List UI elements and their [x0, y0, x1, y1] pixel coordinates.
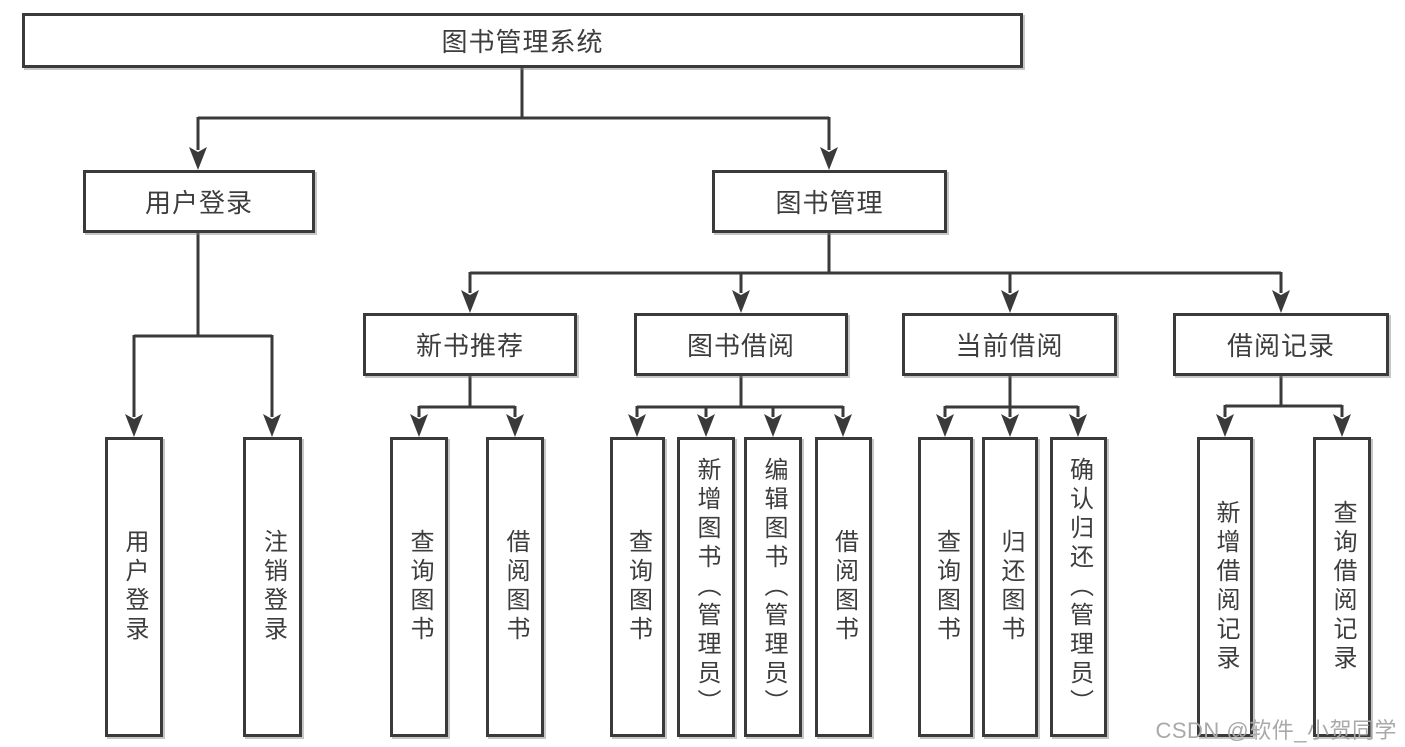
- node-leaf-borrow-book-borrow: 借阅图书: [815, 437, 872, 737]
- node-book-borrow-label: 图书借阅: [686, 331, 795, 361]
- connector-borrow-records-to-children: [1216, 376, 1351, 437]
- connector-user-login-to-children: [125, 233, 281, 437]
- node-leaf-user-login: 用户登录: [105, 437, 163, 737]
- node-leaf-query-book-current: 查询图书: [918, 437, 973, 737]
- node-book-management-label: 图书管理: [775, 188, 884, 218]
- node-leaf-add-book-label: 新增图书（管理员）: [693, 456, 720, 718]
- node-new-book-recommend-label: 新书推荐: [415, 331, 524, 361]
- node-leaf-edit-book: 编辑图书（管理员）: [744, 437, 802, 737]
- connector-book-borrow-to-children: [628, 376, 852, 437]
- node-user-login-label: 用户登录: [144, 188, 253, 218]
- connector-current-borrow-to-children: [936, 376, 1087, 437]
- connector-new-book-recommend-to-children: [410, 376, 524, 437]
- node-leaf-query-book-current-label: 查询图书: [932, 529, 960, 645]
- node-leaf-add-book: 新增图书（管理员）: [677, 437, 735, 737]
- watermark: CSDN @软件_小贺同学: [1155, 718, 1397, 743]
- node-leaf-confirm-return-label: 确认归还（管理员）: [1065, 456, 1093, 718]
- node-leaf-add-borrow-record: 新增借阅记录: [1197, 437, 1253, 737]
- node-leaf-query-book-recommend-label: 查询图书: [406, 529, 433, 645]
- node-current-borrow-label: 当前借阅: [955, 331, 1064, 361]
- node-root-label: 图书管理系统: [441, 27, 604, 57]
- node-book-borrow: 图书借阅: [634, 313, 848, 376]
- node-leaf-query-borrow-record: 查询借阅记录: [1313, 437, 1371, 737]
- node-root: 图书管理系统: [22, 13, 1023, 68]
- node-leaf-return-book: 归还图书: [982, 437, 1038, 737]
- node-leaf-borrow-book-borrow-label: 借阅图书: [830, 529, 858, 645]
- node-leaf-query-borrow-record-label: 查询借阅记录: [1329, 500, 1356, 674]
- node-book-management: 图书管理: [712, 170, 947, 233]
- node-new-book-recommend: 新书推荐: [363, 313, 577, 376]
- node-leaf-logout: 注销登录: [243, 437, 302, 737]
- node-leaf-query-book-borrow-label: 查询图书: [624, 529, 652, 645]
- node-leaf-edit-book-label: 编辑图书（管理员）: [760, 456, 787, 718]
- node-leaf-borrow-book-recommend-label: 借阅图书: [502, 529, 529, 645]
- node-leaf-query-book-recommend: 查询图书: [390, 437, 448, 737]
- connector-book-management-to-children: [461, 233, 1290, 313]
- node-user-login: 用户登录: [83, 170, 315, 233]
- node-leaf-query-book-borrow: 查询图书: [610, 437, 665, 737]
- node-leaf-add-borrow-record-label: 新增借阅记录: [1212, 500, 1239, 674]
- node-current-borrow: 当前借阅: [902, 313, 1117, 376]
- node-leaf-user-login-label: 用户登录: [121, 529, 148, 645]
- node-borrow-records: 借阅记录: [1173, 313, 1389, 376]
- node-leaf-borrow-book-recommend: 借阅图书: [486, 437, 544, 737]
- connector-root-to-children: [189, 68, 838, 170]
- node-leaf-confirm-return: 确认归还（管理员）: [1050, 437, 1107, 737]
- node-leaf-return-book-label: 归还图书: [997, 529, 1024, 645]
- node-borrow-records-label: 借阅记录: [1226, 331, 1335, 361]
- node-leaf-logout-label: 注销登录: [259, 529, 287, 645]
